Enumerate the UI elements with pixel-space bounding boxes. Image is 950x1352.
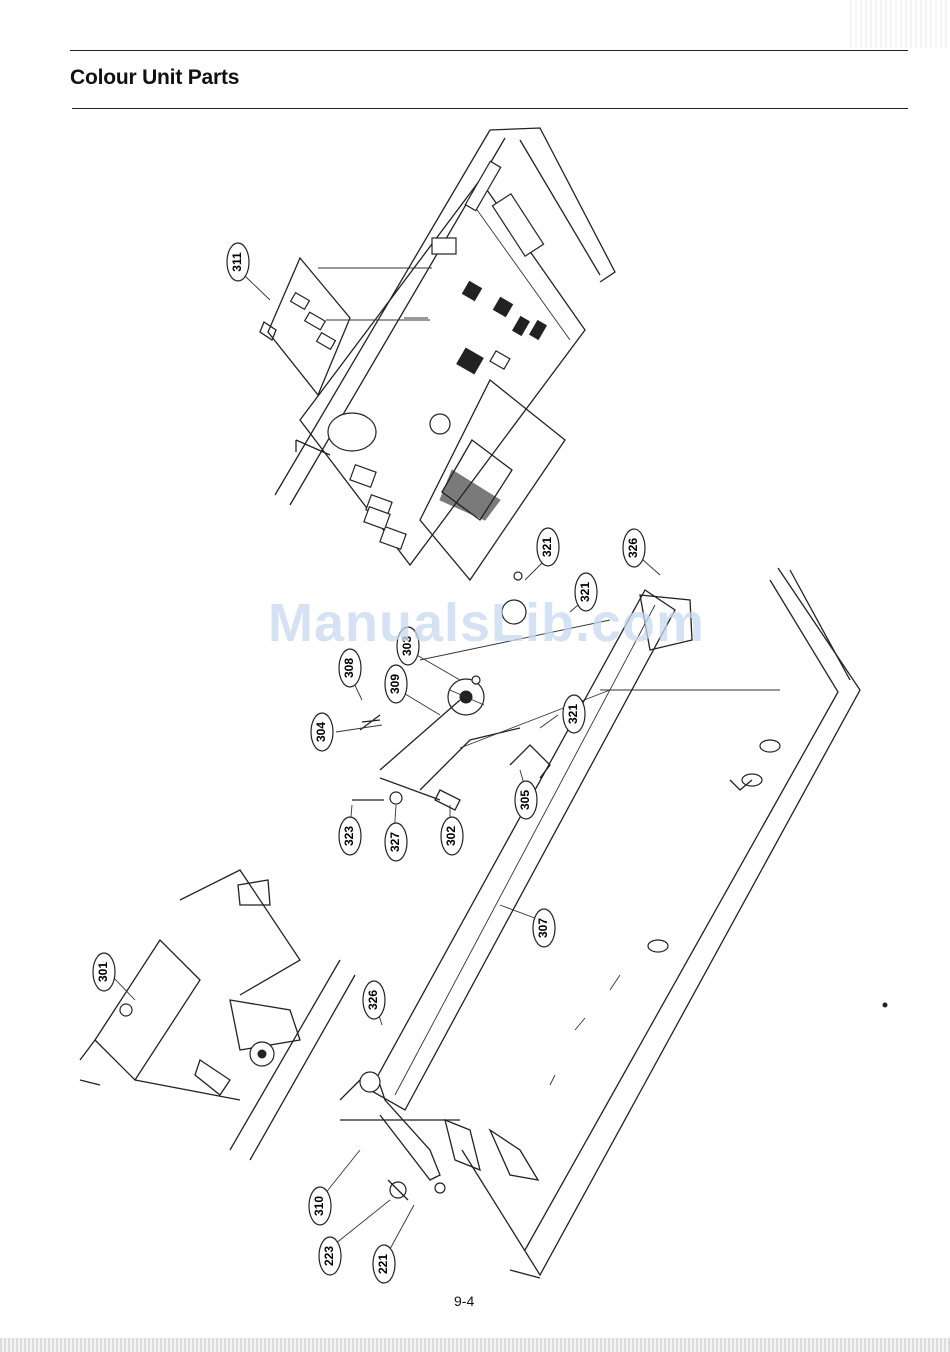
callout-326-bottom: 326 bbox=[363, 981, 385, 1019]
header-rule-bottom bbox=[72, 108, 908, 109]
callout-301: 301 bbox=[93, 953, 115, 991]
svg-text:321: 321 bbox=[540, 537, 554, 557]
svg-text:308: 308 bbox=[342, 658, 356, 678]
svg-text:301: 301 bbox=[96, 962, 110, 982]
svg-text:309: 309 bbox=[388, 674, 402, 694]
callout-308: 308 bbox=[339, 649, 361, 687]
callout-321-right: 321 bbox=[563, 695, 585, 733]
colour-unit-housing bbox=[445, 568, 887, 1278]
svg-text:304: 304 bbox=[314, 722, 328, 742]
page-title: Colour Unit Parts bbox=[70, 66, 239, 90]
svg-text:326: 326 bbox=[366, 990, 380, 1010]
page-number: 9-4 bbox=[454, 1293, 474, 1309]
svg-text:323: 323 bbox=[342, 826, 356, 846]
lower-link-and-screws bbox=[340, 1072, 460, 1200]
leader-lines bbox=[112, 276, 660, 1260]
svg-text:302: 302 bbox=[444, 826, 458, 846]
svg-text:223: 223 bbox=[322, 1246, 336, 1266]
part-callouts: 311 321 321 326 303 308 309 304 bbox=[93, 243, 645, 1283]
callout-323: 323 bbox=[339, 817, 361, 855]
callout-304: 304 bbox=[311, 713, 333, 751]
svg-text:305: 305 bbox=[518, 790, 532, 810]
svg-text:321: 321 bbox=[566, 704, 580, 724]
svg-text:310: 310 bbox=[312, 1196, 326, 1216]
callout-302: 302 bbox=[441, 817, 463, 855]
callout-221: 221 bbox=[373, 1245, 395, 1283]
exploded-parts-diagram: 311 321 321 326 303 308 309 304 bbox=[0, 110, 950, 1310]
svg-text:326: 326 bbox=[626, 538, 640, 558]
callout-327: 327 bbox=[385, 823, 407, 861]
callout-311: 311 bbox=[227, 243, 249, 281]
scan-artifact-corner bbox=[850, 0, 950, 48]
callout-310: 310 bbox=[309, 1187, 331, 1225]
colour-rail-307 bbox=[370, 590, 692, 1110]
pcb-board-assembly bbox=[275, 128, 615, 580]
svg-text:307: 307 bbox=[536, 918, 550, 938]
callout-321-top: 321 bbox=[537, 528, 559, 566]
watermark-text: ManualsLib.com bbox=[268, 592, 705, 654]
callout-326-top: 326 bbox=[623, 529, 645, 567]
svg-text:221: 221 bbox=[376, 1254, 390, 1274]
svg-text:327: 327 bbox=[388, 832, 402, 852]
svg-text:311: 311 bbox=[230, 252, 244, 272]
callout-305: 305 bbox=[515, 781, 537, 819]
callout-223: 223 bbox=[319, 1237, 341, 1275]
header-rule-top bbox=[70, 50, 908, 51]
scan-artifact-bottom bbox=[0, 1338, 950, 1352]
callout-309: 309 bbox=[385, 665, 407, 703]
callout-307: 307 bbox=[533, 909, 555, 947]
motor-bracket-301 bbox=[80, 870, 355, 1160]
